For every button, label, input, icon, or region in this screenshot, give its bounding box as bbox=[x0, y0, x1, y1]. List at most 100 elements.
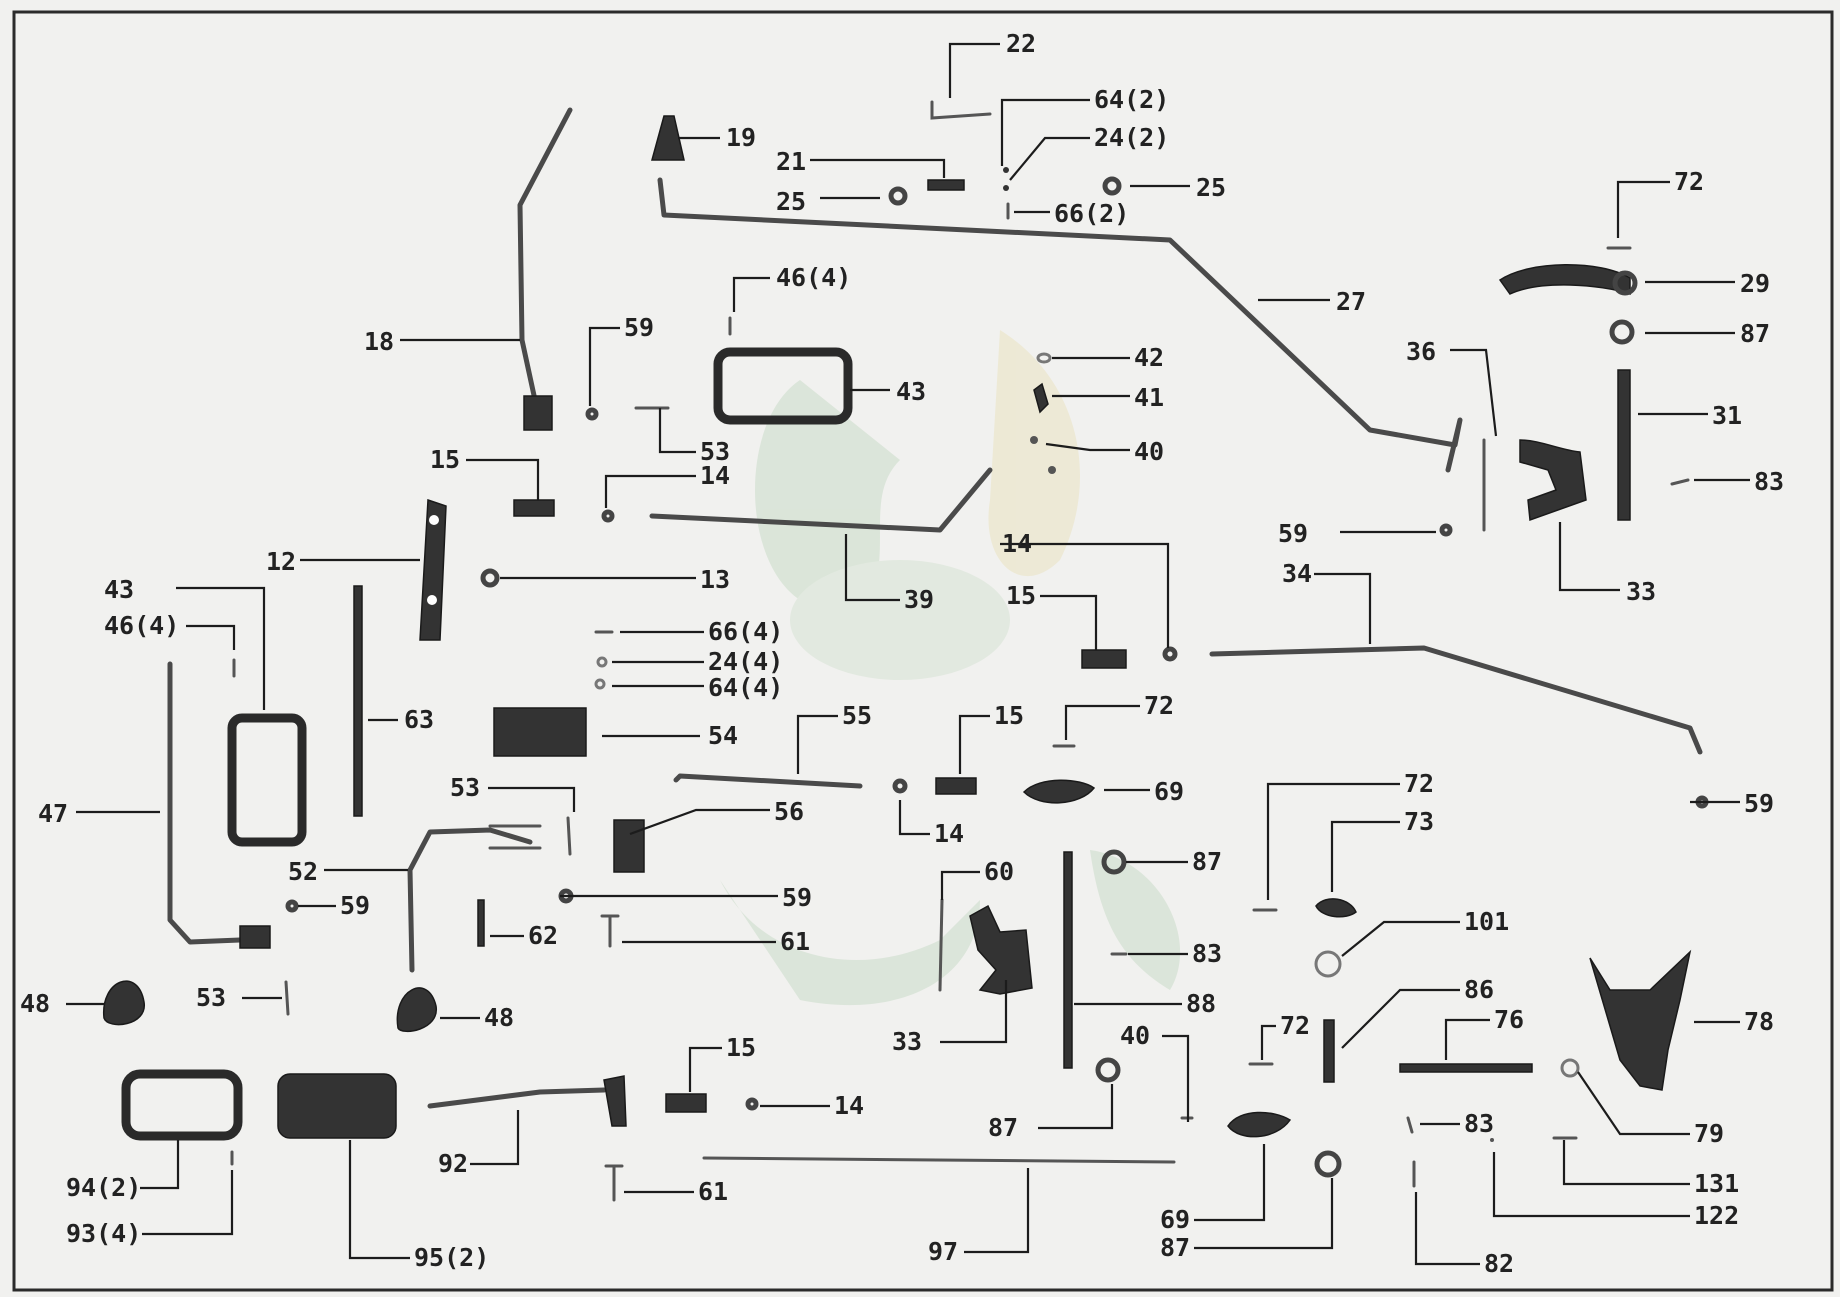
leader-lines bbox=[66, 42, 1750, 1266]
part-59-nut-left bbox=[285, 899, 299, 913]
part-48-knob-left bbox=[103, 980, 145, 1026]
part-61-pin-top bbox=[600, 914, 620, 948]
label-62: 62 bbox=[528, 921, 558, 950]
label-15-bottom: 15 bbox=[726, 1033, 756, 1062]
label-73: 73 bbox=[1404, 807, 1434, 836]
part-66-24-64-small-hardware bbox=[594, 630, 614, 690]
label-56: 56 bbox=[774, 797, 804, 826]
label-41: 41 bbox=[1134, 383, 1164, 412]
label-66-2: 66(2) bbox=[1054, 199, 1129, 228]
label-59-top: 59 bbox=[624, 313, 654, 342]
label-61-top: 61 bbox=[780, 927, 810, 956]
part-95-plate bbox=[277, 1073, 397, 1139]
part-42-41-40-small bbox=[1030, 352, 1056, 474]
label-40-top: 40 bbox=[1134, 437, 1164, 466]
label-131: 131 bbox=[1694, 1169, 1739, 1198]
label-25-right: 25 bbox=[1196, 173, 1226, 202]
label-14-bottom: 14 bbox=[834, 1091, 864, 1120]
label-22: 22 bbox=[1006, 29, 1036, 58]
label-83-lower: 83 bbox=[1464, 1109, 1494, 1138]
part-52-lever bbox=[407, 824, 542, 973]
label-39: 39 bbox=[904, 585, 934, 614]
part-14-pin-2 bbox=[892, 778, 908, 794]
part-43-gasket-left bbox=[227, 713, 307, 847]
label-33-top: 33 bbox=[1626, 577, 1656, 606]
label-24-4: 24(4) bbox=[708, 647, 783, 676]
label-46-4-top: 46(4) bbox=[776, 263, 851, 292]
label-21: 21 bbox=[776, 147, 806, 176]
part-53-bolt-bottom bbox=[284, 980, 290, 1016]
label-34: 34 bbox=[1282, 559, 1312, 588]
label-97: 97 bbox=[928, 1237, 958, 1266]
label-87-top: 87 bbox=[1740, 319, 1770, 348]
part-87-ring-lower-left bbox=[1095, 1057, 1121, 1083]
part-87-ring-top bbox=[1609, 319, 1635, 345]
label-72-mid: 72 bbox=[1144, 691, 1174, 720]
label-52: 52 bbox=[288, 857, 318, 886]
part-12-link bbox=[419, 498, 447, 641]
part-25-washer-right bbox=[1102, 176, 1122, 196]
label-94-2: 94(2) bbox=[66, 1173, 141, 1202]
label-87-mid: 87 bbox=[1192, 847, 1222, 876]
part-34-rod bbox=[1209, 645, 1703, 755]
part-73-lock bbox=[1315, 898, 1357, 918]
label-15-mid: 15 bbox=[1006, 581, 1036, 610]
part-87-ring-mid bbox=[1101, 849, 1127, 875]
label-64-2: 64(2) bbox=[1094, 85, 1169, 114]
label-122: 122 bbox=[1694, 1201, 1739, 1230]
label-19: 19 bbox=[726, 123, 756, 152]
label-63: 63 bbox=[404, 705, 434, 734]
label-87-lower-left: 87 bbox=[988, 1113, 1018, 1142]
label-60: 60 bbox=[984, 857, 1014, 886]
label-48-left: 48 bbox=[20, 989, 50, 1018]
part-33-fork-mid bbox=[969, 904, 1033, 995]
part-15-clevis-3 bbox=[1081, 649, 1127, 669]
label-59-far-right: 59 bbox=[1744, 789, 1774, 818]
part-60-spring bbox=[938, 898, 944, 992]
part-15-clevis-2 bbox=[935, 777, 977, 795]
label-18: 18 bbox=[364, 327, 394, 356]
label-66-4: 66(4) bbox=[708, 617, 783, 646]
part-29-arm bbox=[1498, 264, 1638, 296]
label-14-mid: 14 bbox=[1002, 529, 1032, 558]
label-29: 29 bbox=[1740, 269, 1770, 298]
part-59-nut-right bbox=[1439, 523, 1453, 537]
label-92: 92 bbox=[438, 1149, 468, 1178]
part-56-plate bbox=[613, 819, 645, 873]
part-48-knob-right bbox=[396, 987, 437, 1032]
label-59-right: 59 bbox=[1278, 519, 1308, 548]
label-13: 13 bbox=[700, 565, 730, 594]
label-55: 55 bbox=[842, 701, 872, 730]
label-59-left: 59 bbox=[340, 891, 370, 920]
part-69-plate-lower bbox=[1227, 1111, 1292, 1138]
label-36: 36 bbox=[1406, 337, 1436, 366]
part-62-pin bbox=[477, 899, 485, 947]
label-14-center: 14 bbox=[934, 819, 964, 848]
label-95-2: 95(2) bbox=[414, 1243, 489, 1272]
part-14-pin-4 bbox=[745, 1097, 759, 1111]
part-53-bolt-mid bbox=[566, 816, 572, 856]
label-61-bottom: 61 bbox=[698, 1177, 728, 1206]
label-93-4: 93(4) bbox=[66, 1219, 141, 1248]
part-19-knob bbox=[651, 115, 685, 161]
label-31: 31 bbox=[1712, 401, 1742, 430]
label-59-mid: 59 bbox=[782, 883, 812, 912]
part-27-shift-rod bbox=[657, 177, 1463, 473]
label-25-left: 25 bbox=[776, 187, 806, 216]
label-15-top: 15 bbox=[430, 445, 460, 474]
part-83-screw-top bbox=[1670, 478, 1690, 486]
label-79: 79 bbox=[1694, 1119, 1724, 1148]
label-54: 54 bbox=[708, 721, 738, 750]
part-88-rod bbox=[1063, 851, 1073, 1069]
label-43-left: 43 bbox=[104, 575, 134, 604]
label-87-lower: 87 bbox=[1160, 1233, 1190, 1262]
label-69-mid: 69 bbox=[1154, 777, 1184, 806]
part-55-rod bbox=[673, 773, 863, 789]
part-21-bracket bbox=[927, 179, 965, 191]
label-83-mid: 83 bbox=[1192, 939, 1222, 968]
part-87-ring-lower bbox=[1314, 1150, 1342, 1178]
label-72-top: 72 bbox=[1674, 167, 1704, 196]
part-14-pin-1 bbox=[601, 509, 615, 523]
label-86: 86 bbox=[1464, 975, 1494, 1004]
